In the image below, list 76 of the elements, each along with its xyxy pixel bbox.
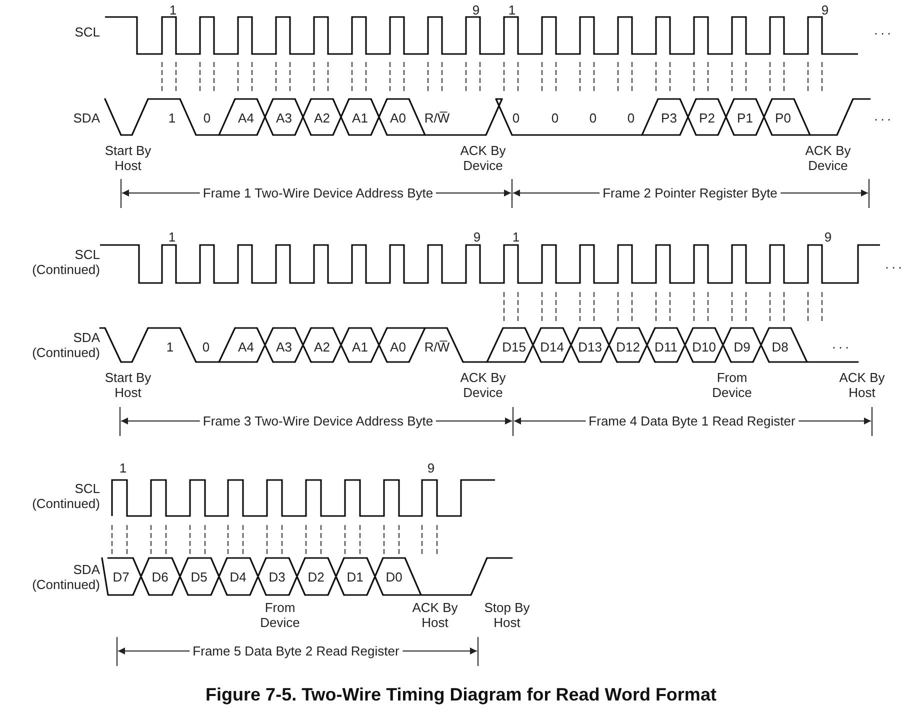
frame-label: Frame 4 Data Byte 1 Read Register <box>586 414 798 428</box>
signal-name: SCL <box>74 24 100 40</box>
bit-label: D14 <box>540 340 564 354</box>
event-note: Start By Host <box>104 370 152 400</box>
signal-name: SCL (Continued) <box>31 247 100 277</box>
pulse-number: 9 <box>824 230 832 244</box>
pulse-number: 9 <box>473 230 481 244</box>
pulse-number: 9 <box>472 2 480 18</box>
bit-label: D10 <box>692 340 716 354</box>
pulse-number: 1 <box>512 230 520 244</box>
bit-label: D13 <box>578 340 602 354</box>
frame-label: Frame 2 Pointer Register Byte <box>600 186 780 200</box>
bit-label: D15 <box>502 340 526 354</box>
pulse-number: 9 <box>427 460 435 476</box>
pulse-number: 1 <box>168 230 176 244</box>
pulse-number: 1 <box>119 460 127 476</box>
bit-label: D0 <box>386 570 402 584</box>
bit-label: A2 <box>314 340 330 354</box>
bit-label: 0 <box>551 110 559 126</box>
continuation-mark: ... <box>874 108 894 124</box>
signal-name: SDA (Continued) <box>31 330 100 360</box>
bit-label: 0 <box>589 110 597 126</box>
event-note: From Device <box>711 370 753 400</box>
frame-label: Frame 5 Data Byte 2 Read Register <box>190 644 402 658</box>
bit-label: A4 <box>238 340 254 354</box>
bit-label: A1 <box>352 110 368 126</box>
bit-label: D1 <box>346 570 364 584</box>
bit-label: D9 <box>734 340 750 354</box>
event-note: From Device <box>259 600 301 630</box>
bit-label: 0 <box>202 340 210 354</box>
pulse-number: 1 <box>508 2 516 18</box>
bit-label: P0 <box>775 110 791 126</box>
continuation-mark: ... <box>874 22 894 38</box>
event-note: Stop By Host <box>483 600 531 630</box>
frame-label: Frame 3 Two-Wire Device Address Byte <box>200 414 436 428</box>
bit-label: R/W̅ <box>424 340 450 354</box>
frame-label: Frame 1 Two-Wire Device Address Byte <box>200 186 436 200</box>
bit-label: 0 <box>512 110 520 126</box>
bit-label: D5 <box>190 570 208 584</box>
event-note: ACK By Device <box>459 370 507 400</box>
signal-name: SDA <box>72 110 100 126</box>
event-note: ACK By Host <box>838 370 886 400</box>
bit-label: D7 <box>112 570 130 584</box>
bit-label: 0 <box>203 110 211 126</box>
pulse-number: 9 <box>821 2 829 18</box>
bit-label: A3 <box>276 340 292 354</box>
bit-label: A1 <box>352 340 368 354</box>
event-note: ACK By Device <box>459 143 507 173</box>
bit-label: P3 <box>661 110 677 126</box>
signal-name: SDA (Continued) <box>31 562 100 592</box>
bit-label: 1 <box>166 340 174 354</box>
pulse-number: 1 <box>169 2 177 18</box>
bit-label: D2 <box>308 570 324 584</box>
continuation-mark: ... <box>832 336 852 352</box>
bit-label: P2 <box>699 110 715 126</box>
bit-label: D3 <box>268 570 286 584</box>
bit-label: D4 <box>230 570 246 584</box>
continuation-mark: ... <box>885 256 905 272</box>
signal-name: SCL (Continued) <box>31 481 100 511</box>
event-note: ACK By Host <box>411 600 459 630</box>
bit-label: D11 <box>654 340 678 354</box>
bit-label: D6 <box>152 570 168 584</box>
bit-label: A4 <box>238 110 254 126</box>
figure-caption: Figure 7-5. Two-Wire Timing Diagram for Read Word Format <box>206 684 716 706</box>
bit-label: 1 <box>168 110 176 126</box>
bit-label: A0 <box>390 110 406 126</box>
bit-label: P1 <box>737 110 753 126</box>
event-note: ACK By Device <box>804 143 852 173</box>
bit-label: A3 <box>276 110 292 126</box>
bit-label: 0 <box>627 110 635 126</box>
bit-label: D8 <box>772 340 788 354</box>
bit-label: A0 <box>390 340 406 354</box>
bit-label: A2 <box>314 110 330 126</box>
event-note: Start By Host <box>104 143 152 173</box>
bit-label: R/W̅ <box>424 110 450 126</box>
bit-label: D12 <box>616 340 640 354</box>
